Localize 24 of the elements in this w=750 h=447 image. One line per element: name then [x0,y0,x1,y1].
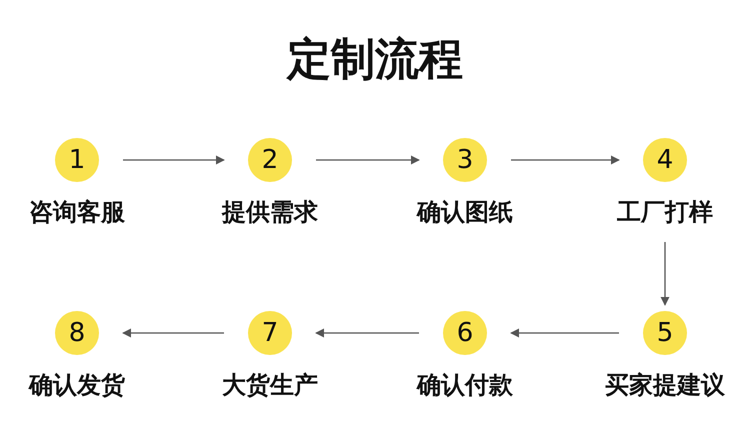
arrow [123,156,225,164]
step-number-circle: 3 [443,138,487,182]
step-label: 工厂打样 [617,197,713,227]
title: 定制流程 [287,33,463,87]
arrow [316,156,420,164]
arrow [510,328,619,338]
step-label: 确认发货 [29,370,125,400]
arrow [315,328,419,338]
step-number-circle: 2 [248,138,292,182]
step-label: 买家提建议 [605,370,725,400]
step-number-circle: 1 [55,138,99,182]
arrow [660,242,670,306]
step-label: 确认付款 [417,370,513,400]
arrow [122,328,224,338]
step-label: 大货生产 [222,370,318,400]
arrow [511,156,620,164]
step-number-circle: 4 [643,138,687,182]
step-label: 提供需求 [222,197,318,227]
step-label: 咨询客服 [29,197,125,227]
step-number-circle: 5 [643,311,687,355]
step-label: 确认图纸 [417,197,513,227]
step-number-circle: 8 [55,311,99,355]
step-number-circle: 6 [443,311,487,355]
step-number-circle: 7 [248,311,292,355]
